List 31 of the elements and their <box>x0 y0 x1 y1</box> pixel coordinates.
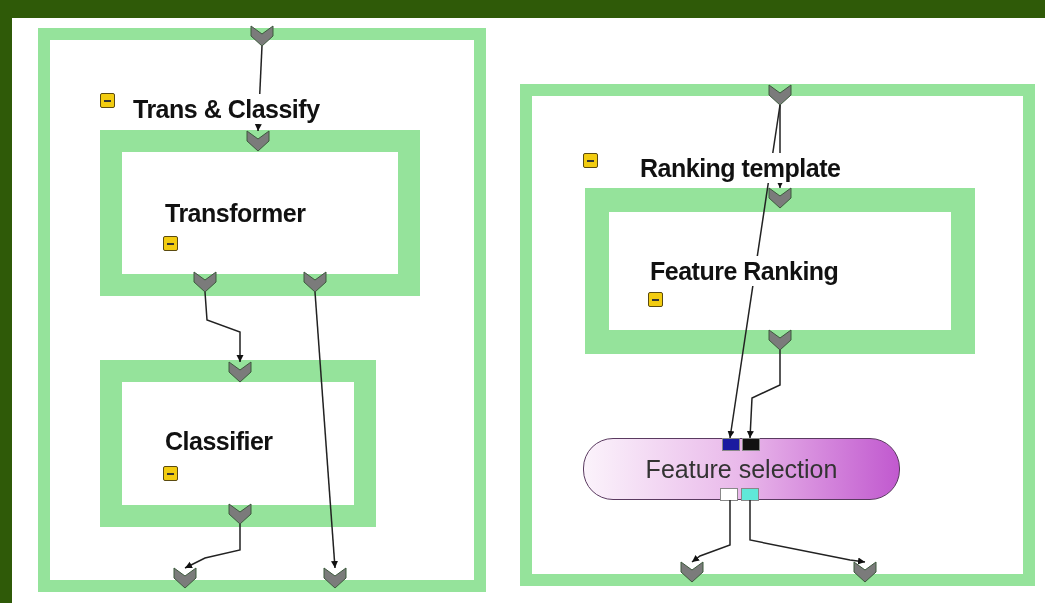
operator-title: Feature Ranking <box>650 256 839 286</box>
arrow <box>749 499 866 565</box>
arrow <box>184 523 241 569</box>
port-chevron-icon <box>769 330 791 350</box>
arrow <box>314 291 338 569</box>
port-chevron-icon <box>229 504 251 524</box>
port-chevron-icon <box>304 272 326 292</box>
port-chevron-icon <box>681 562 703 582</box>
operator-box <box>585 188 975 354</box>
operator-box <box>100 130 420 296</box>
group-frame <box>520 84 1035 586</box>
port-chevron-icon <box>251 26 273 46</box>
port-chevron-icon <box>769 188 791 208</box>
arrow <box>204 291 244 363</box>
port-chevron-icon <box>324 568 346 588</box>
port-chevron-icon <box>247 131 269 151</box>
arrow <box>254 45 263 132</box>
port-chevron-icon <box>769 85 791 105</box>
operator-pill <box>583 438 900 500</box>
arrow <box>691 499 731 563</box>
port-chevron-icon <box>194 272 216 292</box>
port-chevron-icon <box>229 362 251 382</box>
arrow <box>727 104 781 439</box>
operator-label: Feature selection <box>645 454 838 484</box>
group-title: Ranking template <box>640 153 841 183</box>
arrow <box>746 349 781 439</box>
port-chevron-icon <box>174 568 196 588</box>
operator-box <box>100 360 376 527</box>
group-title: Trans & Classify <box>133 94 320 124</box>
group-frame <box>38 28 486 592</box>
port-chevron-icon <box>854 562 876 582</box>
